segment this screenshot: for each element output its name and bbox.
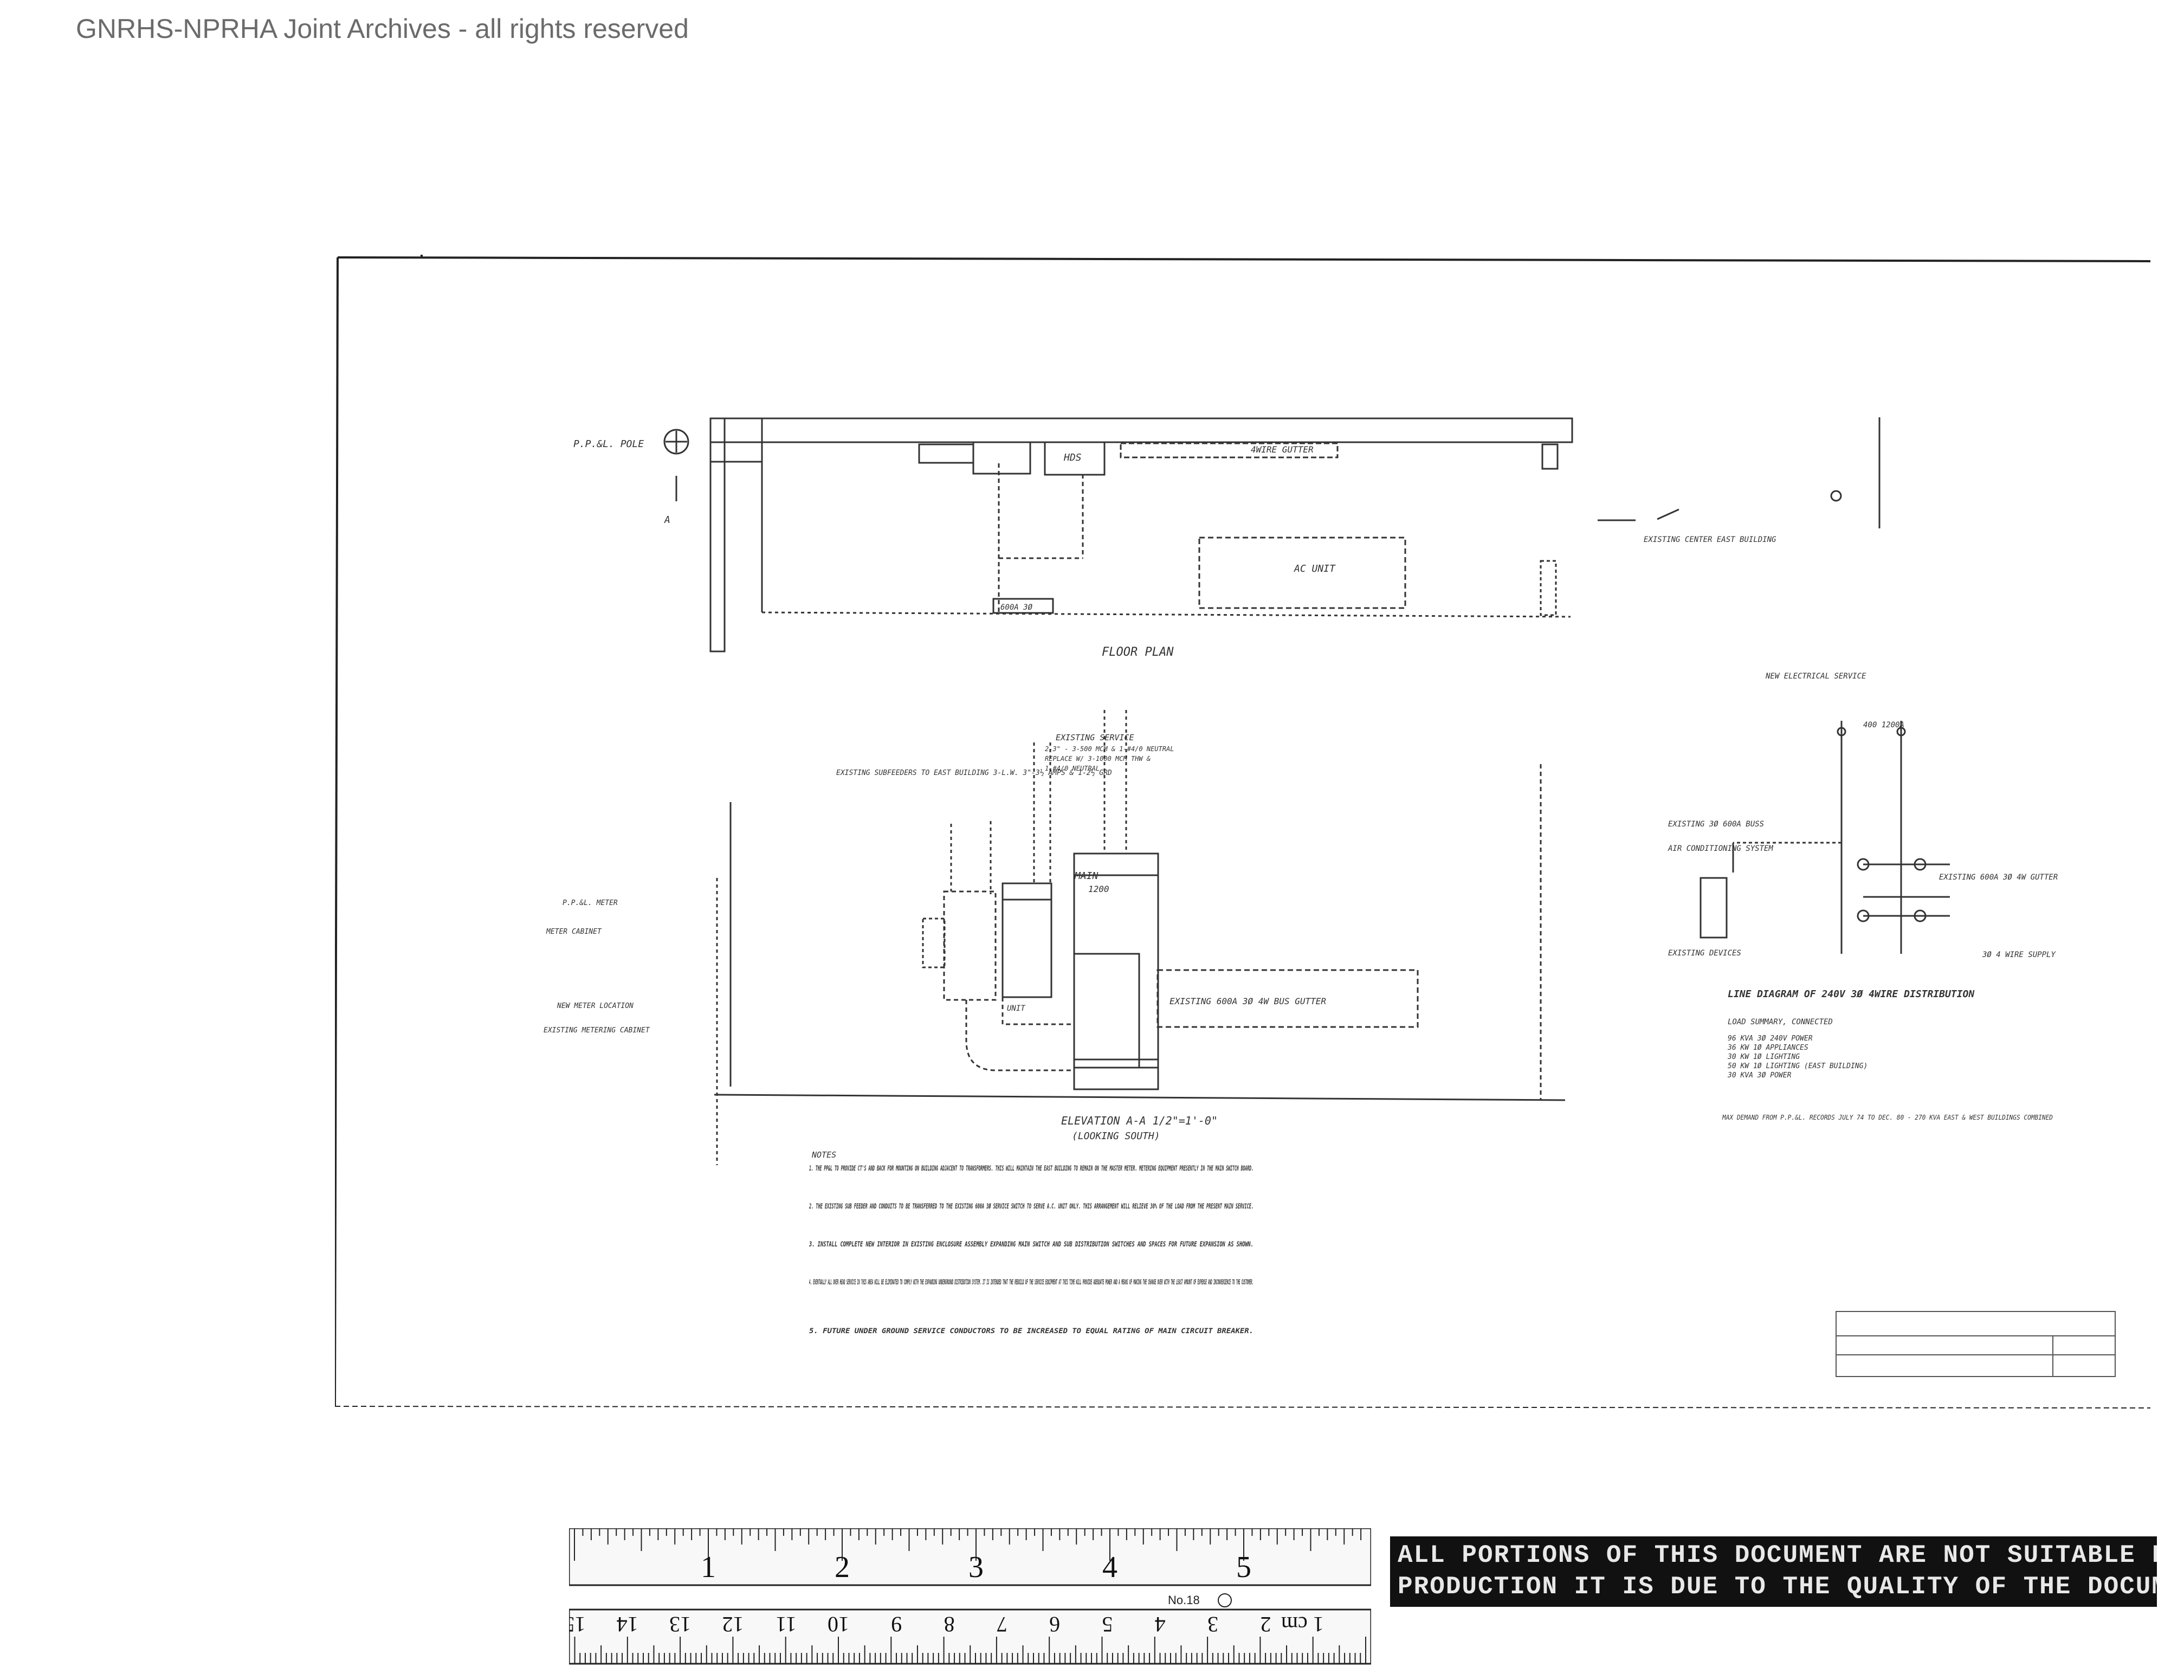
load-summary-list: 96 KVA 3Ø 240V POWER 36 KW 1Ø APPLIANCES… xyxy=(1727,1035,1868,1080)
ruler-logo-icon xyxy=(1218,1593,1232,1607)
note-5: 5. FUTURE UNDER GROUND SERVICE CONDUCTOR… xyxy=(809,1327,1253,1335)
elevation-left-label-4: EXISTING METERING CABINET xyxy=(544,1026,650,1035)
cm-labels: 1 cm 2 3 4 5 6 7 8 9 10 11 12 13 14 15 xyxy=(569,1612,1324,1637)
cm-label: 14 xyxy=(617,1612,638,1637)
ac-unit-label: AC UNIT xyxy=(1294,563,1336,574)
ld-label-7: 400 1200A xyxy=(1863,721,1904,729)
cm-label: 5 xyxy=(1102,1612,1113,1637)
inch-label: 5 xyxy=(1236,1550,1251,1584)
hds-label: HDS xyxy=(1063,452,1082,463)
floor-plan xyxy=(663,417,1881,652)
inch-label: 2 xyxy=(835,1550,850,1584)
service-line-1: 2-3" - 3-500 MCM & 1-#4/0 NEUTRAL xyxy=(1045,745,1174,753)
existing-center-label: EXISTING CENTER EAST BUILDING xyxy=(1644,535,1776,544)
note-1: 1. THE PP&L TO PROVIDE CT'S AND BACK FOR… xyxy=(809,1165,1253,1173)
elevation-left-label-2: METER CABINET xyxy=(546,928,602,936)
notes-heading: NOTES xyxy=(811,1150,836,1160)
cm-ticks xyxy=(574,1637,1366,1664)
load-item: 50 KW 1Ø LIGHTING (EAST BUILDING) xyxy=(1728,1062,1868,1070)
line-diagram-title: LINE DIAGRAM OF 240V 3Ø 4WIRE DISTRIBUTI… xyxy=(1728,988,1975,1000)
elevation-caption: ELEVATION A-A 1/2"=1'-0" xyxy=(1061,1114,1218,1127)
measurement-ruler: 123456 1 cm23456789101112131415 No.18 xyxy=(569,1528,1371,1665)
load-item: 30 KVA 3Ø POWER xyxy=(1727,1071,1792,1080)
pole-label: P.P.&L. POLE xyxy=(573,438,644,450)
load-item: 30 KW 1Ø LIGHTING xyxy=(1727,1053,1800,1061)
ld-label-3: EXISTING 600A 3Ø 4W GUTTER xyxy=(1939,873,2058,882)
note-4: 4. EVENTUALLY ALL OVER HEAD SERVICE IN T… xyxy=(809,1278,1253,1287)
ld-label-2: AIR CONDITIONING SYSTEM xyxy=(1668,844,1773,853)
ld-label-5: 3Ø 4 WIRE SUPPLY xyxy=(1982,951,2056,959)
inch-label: 3 xyxy=(968,1550,984,1584)
cm-label: 11 xyxy=(776,1612,797,1637)
cm-label: 3 xyxy=(1207,1612,1218,1637)
cm-label: 1 cm xyxy=(1281,1612,1324,1637)
inch-label: 1 xyxy=(701,1550,716,1584)
note-3: 3. INSTALL COMPLETE NEW INTERIOR IN EXIS… xyxy=(809,1240,1253,1249)
unit-label: UNIT xyxy=(1007,1004,1026,1013)
main-amps: 1200 xyxy=(1088,884,1109,894)
main-label: MAIN xyxy=(1074,870,1099,882)
ruler-model: No.18 xyxy=(1168,1593,1200,1607)
inch-labels: 1 2 3 4 5 6 xyxy=(701,1550,1371,1584)
ld-label-1: EXISTING 3Ø 600A BUSS xyxy=(1668,820,1764,829)
cm-label: 4 xyxy=(1155,1612,1166,1637)
service-line-2: REPLACE W/ 3-1000 MCM THW & xyxy=(1045,755,1151,763)
elevation-left-label-3: NEW METER LOCATION xyxy=(557,1002,634,1010)
elevation-view xyxy=(714,710,1566,1165)
ld-label-4: EXISTING DEVICES xyxy=(1668,949,1741,958)
panel-label-plan: 600A 3Ø xyxy=(1000,603,1033,612)
electrical-drawing-sheet: FLOOR PLAN P.P.&L. POLE A AC UNIT HDS 4W… xyxy=(335,255,2150,1408)
subfeeder-label: EXISTING SUBFEEDERS TO EAST BUILDING 3-L… xyxy=(836,769,1112,777)
bus-gutter-label: EXISTING 600A 3Ø 4W BUS GUTTER xyxy=(1169,996,1326,1006)
note-2: 2. THE EXISTING SUB FEEDER AND CONDUITS … xyxy=(809,1203,1253,1211)
notes-block: 1. THE PP&L TO PROVIDE CT'S AND BACK FOR… xyxy=(809,1165,1253,1335)
inch-label: 6 xyxy=(1370,1550,1371,1584)
load-summary-title: LOAD SUMMARY, CONNECTED xyxy=(1728,1018,1833,1026)
elevation-caption-sub: (LOOKING SOUTH) xyxy=(1072,1130,1160,1142)
service-line-3: 1-#4/0 NEUTRAL xyxy=(1045,765,1100,772)
line-diagram-labels: 400 1200A EXISTING 3Ø 600A BUSS AIR COND… xyxy=(1668,672,2058,959)
cm-label: 6 xyxy=(1049,1612,1060,1637)
elevation-left-label-1: P.P.&L. METER xyxy=(563,899,618,907)
sheet-border xyxy=(335,255,2150,1408)
cm-label: 2 xyxy=(1260,1612,1271,1637)
inch-ticks xyxy=(574,1528,1362,1561)
load-item: 96 KVA 3Ø 240V POWER xyxy=(1728,1035,1813,1043)
cm-label: 7 xyxy=(997,1612,1007,1637)
existing-service-label: EXISTING SERVICE xyxy=(1056,733,1134,742)
notice-line-1: ALL PORTIONS OF THIS DOCUMENT ARE NOT SU… xyxy=(1398,1541,2157,1569)
archive-watermark: GNRHS-NPRHA Joint Archives - all rights … xyxy=(76,14,689,44)
notice-line-2: PRODUCTION IT IS DUE TO THE QUALITY OF T… xyxy=(1398,1573,2157,1601)
load-item: 36 KW 1Ø APPLIANCES xyxy=(1727,1044,1808,1052)
section-marker: A xyxy=(664,514,670,526)
inch-label: 4 xyxy=(1102,1550,1117,1584)
ld-label-6: NEW ELECTRICAL SERVICE xyxy=(1765,672,1866,681)
gutter-label-plan: 4WIRE GUTTER xyxy=(1251,444,1314,455)
cm-label: 8 xyxy=(944,1612,955,1637)
cm-label: 9 xyxy=(891,1612,902,1637)
cm-label: 12 xyxy=(722,1612,744,1637)
title-block xyxy=(1836,1311,2116,1377)
floor-plan-caption: FLOOR PLAN xyxy=(1102,645,1174,659)
cm-label: 13 xyxy=(669,1612,691,1637)
max-demand-note: MAX DEMAND FROM P.P.&L. RECORDS JULY 74 … xyxy=(1722,1114,2053,1121)
line-diagram xyxy=(1700,721,1950,954)
reproduction-notice: ALL PORTIONS OF THIS DOCUMENT ARE NOT SU… xyxy=(1390,1536,2157,1607)
cm-label: 15 xyxy=(569,1612,586,1637)
cm-label: 10 xyxy=(828,1612,849,1637)
